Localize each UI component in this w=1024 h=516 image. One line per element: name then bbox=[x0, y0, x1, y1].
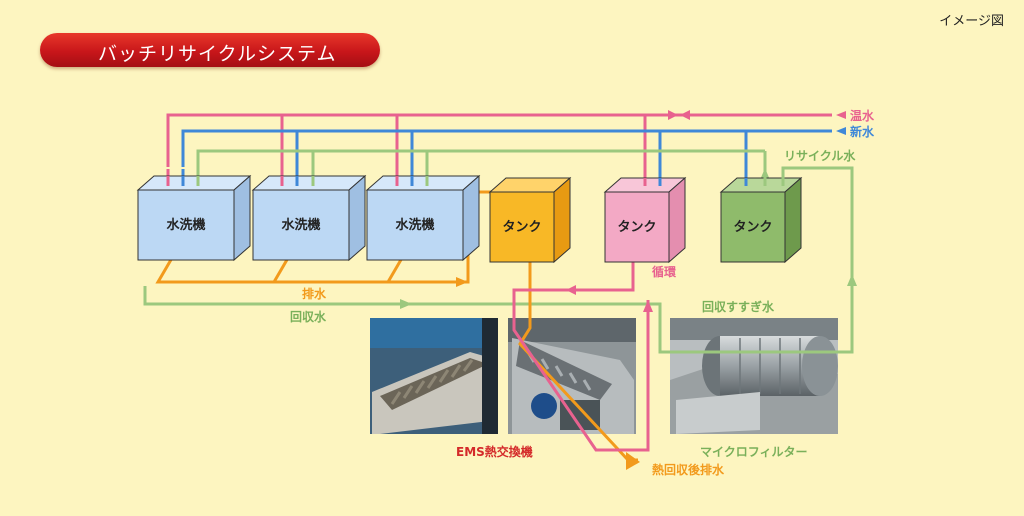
washer-2-box: 水洗機 bbox=[251, 174, 367, 262]
svg-text:水洗機: 水洗機 bbox=[166, 217, 205, 233]
svg-text:水洗機: 水洗機 bbox=[395, 217, 434, 233]
svg-text:水洗機: 水洗機 bbox=[281, 217, 320, 233]
image-label: イメージ図 bbox=[939, 14, 1004, 29]
ems-caption: EMS熱交換機 bbox=[456, 444, 533, 459]
circulation-label: 循環 bbox=[652, 264, 677, 279]
photo-ems-left bbox=[370, 318, 498, 434]
photo-micro-filter bbox=[670, 318, 838, 434]
warm-water-line bbox=[166, 113, 832, 186]
washer-1-box: 水洗機 bbox=[136, 174, 252, 262]
tank-3-box: タンク bbox=[719, 176, 803, 264]
recovered-rinse-label: 回収すすぎ水 bbox=[702, 299, 775, 314]
drain-label: 排水 bbox=[302, 286, 327, 301]
warm-valve-right-icon bbox=[668, 110, 678, 120]
page-title: バッチリサイクルシステム bbox=[98, 43, 337, 65]
circulation-left-arrow-icon bbox=[566, 285, 576, 295]
final-drain-arrow-icon bbox=[626, 452, 640, 470]
recycled-water-line bbox=[196, 149, 765, 186]
recovered-water-label: 回収水 bbox=[290, 309, 327, 324]
warm-water-arrow-icon bbox=[836, 111, 846, 119]
final-drain-label: 熱回収後排水 bbox=[652, 462, 725, 477]
recovered-arrow-icon bbox=[400, 299, 412, 309]
svg-text:タンク: タンク bbox=[617, 220, 656, 235]
fresh-water-label: 新水 bbox=[850, 124, 875, 139]
warm-valve-left-icon bbox=[680, 110, 690, 120]
filter-caption: マイクロフィルター bbox=[700, 445, 808, 459]
svg-text:タンク: タンク bbox=[733, 220, 772, 235]
washer-3-box: 水洗機 bbox=[365, 174, 481, 262]
filter-up-arrow-icon bbox=[847, 274, 857, 286]
title-banner bbox=[40, 33, 380, 67]
recycled-water-label: リサイクル水 bbox=[784, 148, 856, 163]
fresh-water-arrow-icon bbox=[836, 127, 846, 135]
tank-2-box: タンク bbox=[603, 176, 687, 264]
drain-arrow-icon bbox=[456, 277, 468, 287]
warm-water-label: 温水 bbox=[850, 108, 875, 123]
tank-1-box: タンク bbox=[488, 176, 572, 264]
svg-text:タンク: タンク bbox=[502, 220, 541, 235]
circulation-up-arrow-icon bbox=[643, 300, 653, 312]
